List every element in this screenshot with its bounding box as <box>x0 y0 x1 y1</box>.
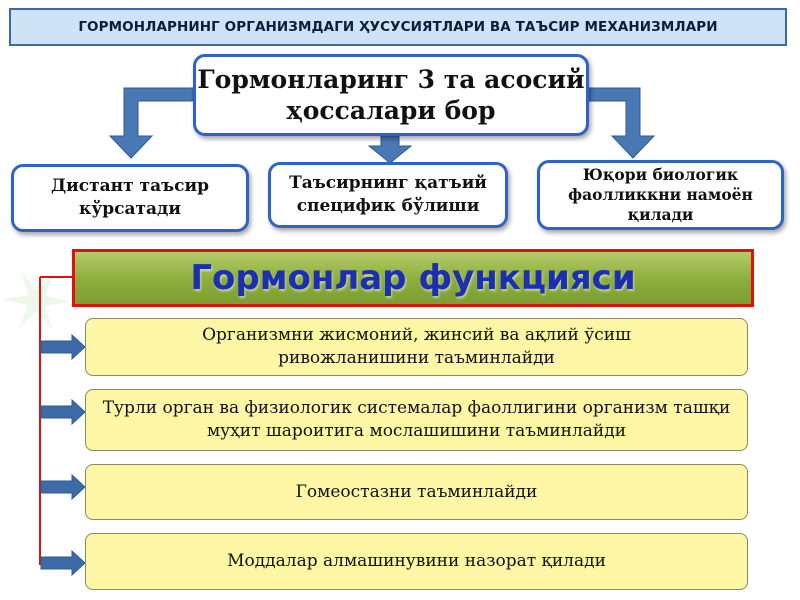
function-item-1: Организмни жисмоний, жинсий ва ақлий ўси… <box>85 318 748 376</box>
function-text: Гомеостазни таъминлайди <box>295 481 538 502</box>
function-item-3: Гомеостазни таъминлайди <box>85 464 748 520</box>
function-text: Турли орган ва физиологик системалар фао… <box>102 398 731 441</box>
property-box-1: Дистант таъсир кўрсатади <box>11 164 249 232</box>
function-text: Моддалар алмашинувини назорат қилади <box>227 551 606 572</box>
main-properties-box: Гормонларинг 3 та асосий ҳоссалари бор <box>193 54 589 136</box>
function-arrow-3 <box>40 473 86 501</box>
function-arrow-1 <box>40 333 86 361</box>
function-arrow-4 <box>40 549 86 577</box>
function-list-connector <box>39 276 72 565</box>
property-box-2: Таъсирнинг қатъий специфик бўлиши <box>268 162 508 228</box>
property-text: Таъсирнинг қатъий специфик бўлиши <box>289 173 487 216</box>
arrow-to-property-1 <box>108 87 194 159</box>
functions-title: Гормонлар функцияси <box>190 258 636 298</box>
property-box-3: Юқори биологик фаолликкни намоён қилади <box>537 160 784 230</box>
functions-title-bar: Гормонлар функцияси <box>72 249 754 307</box>
function-item-4: Моддалар алмашинувини назорат қилади <box>85 533 748 590</box>
function-text: Организмни жисмоний, жинсий ва ақлий ўси… <box>202 325 631 368</box>
function-item-2: Турли орган ва физиологик системалар фао… <box>85 389 748 451</box>
arrow-to-property-3 <box>588 87 656 159</box>
property-text: Дистант таъсир кўрсатади <box>51 176 209 219</box>
page-title: ГОРМОНЛАРНИНГ ОРГАНИЗМДАГИ ҲУСУСИЯТЛАРИ … <box>78 19 718 35</box>
main-properties-text: Гормонларинг 3 та асосий ҳоссалари бор <box>197 64 585 125</box>
property-text: Юқори биологик фаолликкни намоён қилади <box>568 164 753 225</box>
arrow-to-property-2 <box>367 135 413 164</box>
function-arrows <box>40 333 86 577</box>
function-arrow-2 <box>40 398 86 426</box>
page-header: ГОРМОНЛАРНИНГ ОРГАНИЗМДАГИ ҲУСУСИЯТЛАРИ … <box>9 8 787 46</box>
